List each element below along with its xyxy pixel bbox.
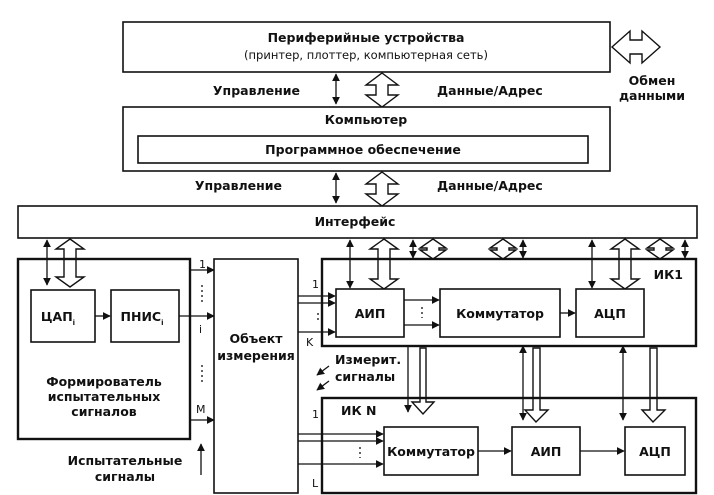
ik1-channel: ИК1 АИП Коммутатор АЦП xyxy=(320,257,698,348)
ikn-adc: АЦП xyxy=(639,444,671,459)
ikn-data-link-a xyxy=(410,347,436,416)
dac-label: ЦАПi xyxy=(41,309,75,327)
ik1-title: ИК1 xyxy=(654,267,683,282)
pnis-label: ПНИСi xyxy=(121,309,164,327)
ikn-index-1: 1 xyxy=(312,408,319,421)
computer-block: Компьютер Программное обеспечение xyxy=(122,106,611,172)
ik1-aip: АИП xyxy=(355,306,386,321)
test-signals-line2: сигналы xyxy=(95,469,155,484)
peripherals-title: Периферийные устройства xyxy=(268,30,465,45)
ik1-link-e xyxy=(644,238,676,260)
generator-caption-1: Формирователь xyxy=(46,374,162,389)
peripherals-block: Периферийные устройства (принтер, плотте… xyxy=(122,21,611,73)
control-label-mid: Управление xyxy=(195,178,282,193)
ik1-link-c xyxy=(487,238,519,260)
ik1-index-k: K xyxy=(306,336,314,349)
test-signals-line1: Испытательные xyxy=(68,453,183,468)
data-label-mid: Данные/Адрес xyxy=(437,178,543,193)
generator-caption-3: сигналов xyxy=(71,404,137,419)
ik1-link-b xyxy=(417,238,449,260)
interface-block: Интерфейс xyxy=(17,205,698,239)
ikn-channel: ИК N Коммутатор АИП АЦП xyxy=(320,396,698,495)
ik1-adc: АЦП xyxy=(594,306,626,321)
exchange-arrow xyxy=(610,29,662,65)
peripherals-subtitle: (принтер, плоттер, компьютерная сеть) xyxy=(244,48,488,62)
measurement-object-block: Объект измерения xyxy=(213,258,299,494)
interface-title: Интерфейс xyxy=(315,214,396,229)
ikn-commutator: Коммутатор xyxy=(387,444,475,459)
object-line1: Объект xyxy=(230,331,284,346)
measured-signals-line1: Измерит. xyxy=(335,352,401,367)
gen-index-m: M xyxy=(196,403,206,416)
ik1-index-1: 1 xyxy=(312,278,319,291)
signal-generator-block: ЦАПi ПНИСi Формирователь испытательных с… xyxy=(16,257,192,441)
gen-index-i: i xyxy=(199,323,202,336)
data-link-top xyxy=(363,72,401,108)
data-label-top: Данные/Адрес xyxy=(437,83,543,98)
exchange-label-line2: данными xyxy=(619,88,685,103)
gen-data-link xyxy=(53,238,87,288)
generator-caption-2: испытательных xyxy=(48,389,161,404)
gen-index-1: 1 xyxy=(199,258,206,271)
data-link-mid xyxy=(363,171,401,207)
ik1-aip-data-link xyxy=(367,238,401,290)
exchange-label-line1: Обмен xyxy=(629,73,676,88)
measured-signals-line2: сигналы xyxy=(335,369,395,384)
software-label: Программное обеспечение xyxy=(265,142,461,157)
ikn-data-link-b xyxy=(523,347,550,424)
object-line2: измерения xyxy=(217,348,295,363)
ikn-data-link-c xyxy=(640,347,667,424)
ik1-adc-data-link xyxy=(608,238,642,290)
control-label-top: Управление xyxy=(213,83,300,98)
ikn-index-l: L xyxy=(312,477,319,490)
ikn-aip: АИП xyxy=(531,444,562,459)
ikn-title: ИК N xyxy=(341,403,377,418)
computer-title: Компьютер xyxy=(325,112,407,127)
ik1-commutator: Коммутатор xyxy=(456,306,544,321)
